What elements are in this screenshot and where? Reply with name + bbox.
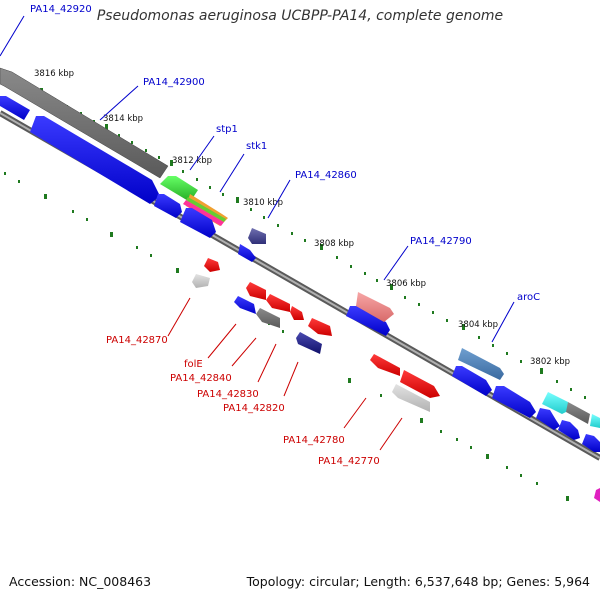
gene-label[interactable]: PA14_42830 — [197, 389, 259, 400]
map-title: Pseudomonas aeruginosa UCBPP-PA14, compl… — [96, 8, 504, 24]
cds-arrow[interactable] — [452, 366, 492, 396]
gene-label[interactable]: stk1 — [246, 141, 267, 152]
genome-summary-text: Topology: circular; Length: 6,537,648 bp… — [246, 574, 590, 589]
major-tick-marks — [40, 88, 543, 374]
cds-block-navy[interactable] — [296, 332, 322, 354]
feature-band-upper — [0, 67, 228, 226]
tick-label: 3808 kbp — [314, 239, 354, 249]
gene-label[interactable]: PA14_42840 — [170, 373, 232, 384]
gene-label[interactable]: PA14_42920 — [30, 4, 92, 15]
gene-block-green[interactable] — [160, 176, 198, 202]
tick-label: 3812 kbp — [172, 156, 212, 166]
gene-label[interactable]: stp1 — [216, 124, 238, 135]
tick-label: 3814 kbp — [103, 114, 143, 124]
accession-text: Accession: NC_008463 — [9, 574, 152, 589]
feature-blocks-upper — [248, 228, 600, 428]
cds-arrow[interactable] — [234, 296, 256, 314]
gene-block-cyan[interactable] — [590, 414, 600, 428]
gene-block-grey-small[interactable] — [566, 402, 590, 424]
cds-arrow[interactable] — [558, 420, 580, 440]
gene-label[interactable]: PA14_42790 — [410, 236, 472, 247]
cds-block-magenta[interactable] — [594, 488, 600, 502]
forward-cds-row — [0, 96, 600, 452]
reverse-labels: PA14_42870 folE PA14_42840 PA14_42830 PA… — [106, 297, 403, 467]
gene-block-grey[interactable] — [0, 67, 169, 179]
cds-block-lightgrey[interactable] — [392, 384, 430, 412]
cds-arrow[interactable] — [492, 386, 536, 418]
cds-arrow-reverse[interactable] — [290, 306, 304, 320]
cds-arrow[interactable] — [154, 194, 182, 218]
inner-tick-track — [4, 172, 569, 501]
cds-arrow-reverse[interactable] — [204, 258, 220, 272]
cds-arrow-reverse[interactable] — [266, 294, 290, 312]
gene-block-pink[interactable] — [356, 292, 394, 322]
cds-arrow[interactable] — [0, 96, 30, 120]
tick-label: 3810 kbp — [243, 198, 283, 208]
gene-block-cyan[interactable] — [542, 392, 570, 414]
tick-labels: 3816 kbp 3814 kbp 3812 kbp 3810 kbp 3808… — [34, 69, 570, 367]
tick-label: 3802 kbp — [530, 357, 570, 367]
cds-arrow[interactable] — [238, 244, 256, 262]
gene-label[interactable]: PA14_42860 — [295, 170, 357, 181]
cds-arrow-reverse[interactable] — [370, 354, 400, 376]
cds-arrow-reverse[interactable] — [246, 282, 266, 300]
cds-arrow[interactable] — [582, 434, 600, 452]
cds-arrow[interactable] — [346, 306, 390, 336]
gene-label[interactable]: PA14_42820 — [223, 403, 285, 414]
gene-label[interactable]: PA14_42770 — [318, 456, 380, 467]
tick-label: 3806 kbp — [386, 279, 426, 289]
gene-block-purple[interactable] — [248, 228, 266, 244]
cds-block-grey[interactable] — [256, 308, 280, 328]
cds-arrow-reverse[interactable] — [400, 370, 440, 398]
cds-arrow-reverse[interactable] — [308, 318, 332, 336]
gene-label[interactable]: PA14_42900 — [143, 77, 205, 88]
gene-label[interactable]: aroC — [517, 292, 540, 303]
forward-labels: PA14_42920 PA14_42900 stp1 stk1 PA14_428… — [0, 4, 540, 343]
gene-block-steel[interactable] — [458, 348, 504, 380]
cds-arrow[interactable] — [180, 208, 216, 238]
cds-arrow[interactable] — [30, 116, 160, 204]
reverse-cds-row — [192, 258, 600, 502]
cds-arrow[interactable] — [536, 408, 560, 430]
gene-label[interactable]: folE — [184, 359, 203, 370]
tick-label: 3804 kbp — [458, 320, 498, 330]
tick-label: 3816 kbp — [34, 69, 74, 79]
gene-label[interactable]: PA14_42780 — [283, 435, 345, 446]
gene-label[interactable]: PA14_42870 — [106, 335, 168, 346]
cds-block-lightgrey[interactable] — [192, 274, 210, 288]
